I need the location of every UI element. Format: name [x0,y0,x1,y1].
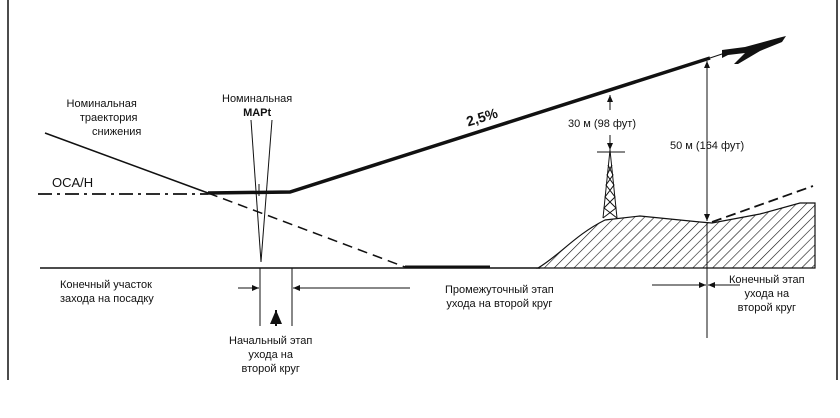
label-line: ухода на второй круг [446,298,553,310]
final-approach-label: Конечный участок захода на посадку [60,278,154,306]
label-line: Конечный участок [60,279,152,291]
label-line: снижения [92,126,142,138]
label-line: ухода на [744,288,790,300]
label-line: Номинальная [66,98,137,110]
label-line: Номинальная [222,93,293,105]
intermediate-missed-label: Промежуточный этап ухода на второй круг [445,283,554,311]
label-line: второй круг [737,302,796,314]
final-missed-dashed [711,185,814,223]
aircraft-icon [722,36,786,64]
mapt-cone-right [260,119,273,263]
label-line: Промежуточный этап [445,284,554,296]
descent-path-extension [207,192,406,268]
label-line: MAPt [243,107,272,119]
mapt-cone-left [250,119,262,263]
label-line: второй круг [241,363,300,375]
clearance-30-label: 30 м (98 фут) [568,118,636,130]
label-line: ухода на [248,349,293,361]
descent-path-line [44,132,209,194]
descent-path-label: Номинальная траектория снижения [62,97,142,139]
label-line: захода на посадку [60,293,154,305]
final-missed-label: Конечный этап ухода на второй круг [729,273,805,315]
initial-missed-label: Начальный этап ухода на второй круг [229,334,312,376]
label-line: траектория [79,112,138,124]
mapt-label: Номинальная MAPt [222,92,292,120]
label-line: Конечный этап [729,274,805,286]
oca-h-label: OCA/H [52,175,94,190]
terrain [535,202,816,269]
obstacle-tower-icon [597,149,625,219]
label-line: Начальный этап [229,335,313,347]
missed-approach-path [207,56,711,195]
clearance-50-label: 50 м (164 фут) [670,140,745,152]
